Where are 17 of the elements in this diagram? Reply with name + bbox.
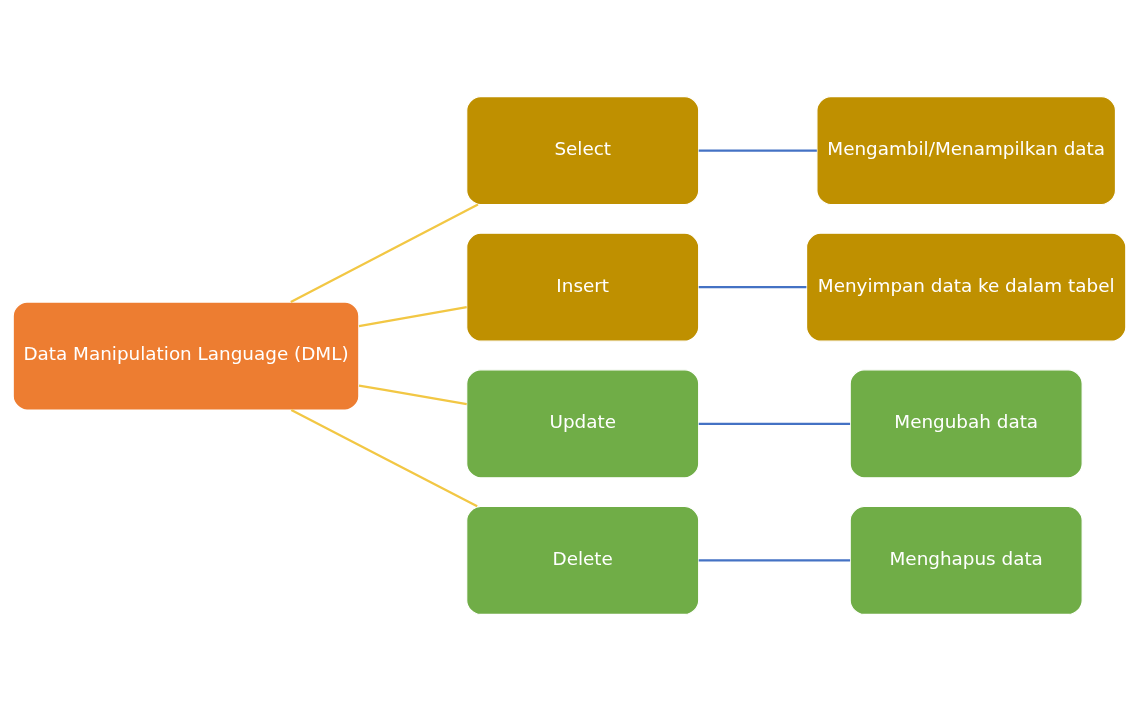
connector: [358, 384, 467, 406]
connector: [698, 149, 817, 152]
connector: [698, 559, 851, 562]
node-box: Mengambil/Menampilkan data: [816, 96, 1116, 206]
node-box: Update: [466, 369, 700, 479]
connector: [290, 409, 478, 508]
connector: [698, 422, 851, 425]
connector: [290, 203, 479, 304]
node-box: Select: [466, 96, 700, 206]
connector: [358, 306, 467, 328]
node-box: Menghapus data: [849, 505, 1083, 615]
node-box: Mengubah data: [849, 369, 1083, 479]
connector: [698, 286, 807, 289]
node-box: Insert: [466, 232, 700, 342]
node-box: Menyimpan data ke dalam tabel: [806, 232, 1127, 342]
node-box: Data Manipulation Language (DML): [12, 301, 360, 411]
node-box: Delete: [466, 505, 700, 615]
